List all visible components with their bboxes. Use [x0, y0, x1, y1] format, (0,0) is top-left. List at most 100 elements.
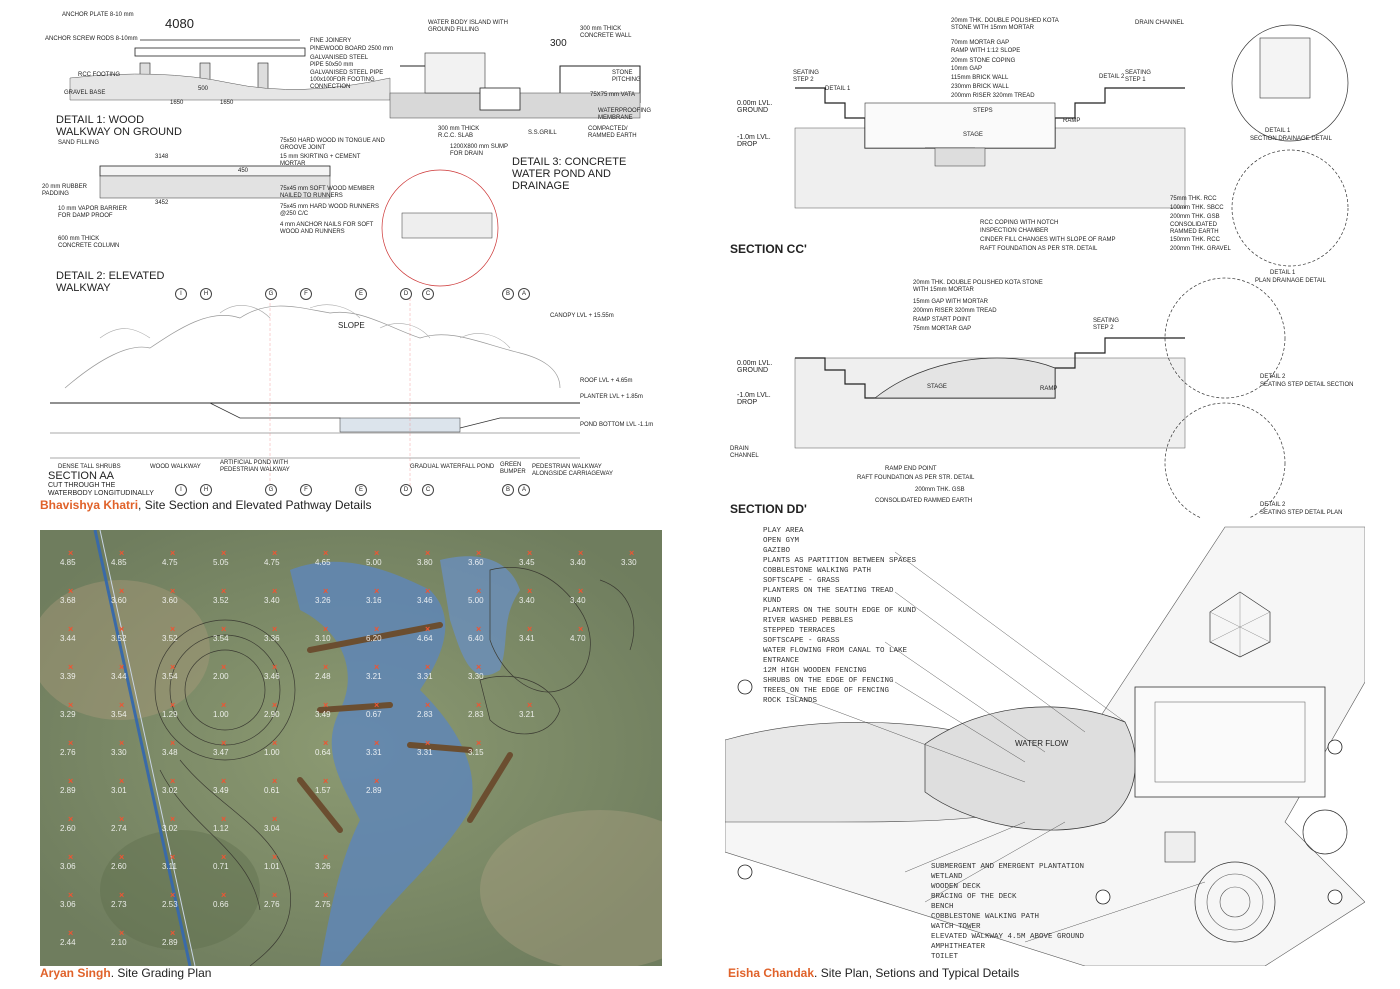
- legend-item: SUBMERGENT AND EMERGENT PLANTATION: [931, 863, 1085, 871]
- spot-level: 3.80: [417, 558, 433, 567]
- detail-circle-title: DETAIL 2: [1260, 502, 1286, 508]
- detail1-label: GALVANISED STEEL PIPE 50x50 mm: [310, 55, 368, 68]
- spot-level: 3.30: [468, 672, 484, 681]
- spot-level: 3.11: [162, 862, 177, 871]
- grid-bubble: A: [518, 288, 530, 300]
- section-aa-label: POND BOTTOM LVL -1.1m: [580, 422, 654, 428]
- spot-level: 4.75: [264, 558, 280, 567]
- site-plan-panel: PLAY AREA OPEN GYM GAZIBO PLANTS AS PART…: [725, 522, 1365, 966]
- section-dd-label: RAMP START POINT: [913, 317, 971, 323]
- survey-point-marker: ×: [578, 548, 584, 558]
- section-cc-label: RAMP WITH 1:12 SLOPE: [951, 48, 1021, 54]
- spot-level: 2.83: [417, 710, 433, 719]
- section-dd-label: 75mm MORTAR GAP: [913, 326, 972, 332]
- survey-point-marker: ×: [119, 928, 125, 938]
- survey-point-marker: ×: [221, 662, 227, 672]
- spot-level: 2.44: [60, 938, 76, 947]
- grid-bubble: G: [265, 288, 277, 300]
- grid-bubble: D: [400, 484, 412, 496]
- survey-point-marker: ×: [221, 624, 227, 634]
- ramp-label: RAMP: [1040, 386, 1058, 392]
- section-dd-label: DRAIN CHANNEL: [730, 446, 759, 459]
- spot-level: 3.47: [213, 748, 229, 757]
- survey-point-marker: ×: [374, 776, 380, 786]
- grid-bubble: E: [355, 288, 367, 300]
- section-cc-label: 100mm THK. SBCC: [1170, 205, 1224, 211]
- survey-point-marker: ×: [119, 738, 125, 748]
- spot-level: 3.31: [417, 672, 433, 681]
- detail3-label: STONE PITCHING: [612, 70, 641, 83]
- spot-level: 2.00: [213, 672, 229, 681]
- steps-label: STEPS: [973, 108, 993, 114]
- spot-level: 4.70: [570, 634, 586, 643]
- survey-point-marker: ×: [425, 548, 431, 558]
- survey-point-marker: ×: [323, 738, 329, 748]
- survey-point-marker: ×: [119, 548, 125, 558]
- legend-item: BENCH: [931, 903, 954, 911]
- caption-text: , Site Section and Elevated Pathway Deta…: [138, 498, 372, 512]
- spot-level: 3.49: [213, 786, 229, 795]
- spot-level: 1.00: [264, 748, 280, 757]
- spot-level: 3.46: [264, 672, 280, 681]
- survey-point-marker: ×: [68, 814, 74, 824]
- detail1-dim: 500: [198, 86, 209, 92]
- detail1-label: RCC FOOTING: [78, 72, 120, 78]
- survey-point-marker: ×: [68, 776, 74, 786]
- legend-item: WETLAND: [931, 873, 963, 881]
- section-dd-title: SECTION DD': [730, 502, 807, 516]
- survey-point-marker: ×: [425, 586, 431, 596]
- spot-level: 5.05: [213, 558, 229, 567]
- legend-item: PLANTERS ON THE SEATING TREAD: [763, 587, 894, 595]
- survey-point-marker: ×: [272, 852, 278, 862]
- spot-level: 3.01: [111, 786, 127, 795]
- section-dd-label: 200mm THK. GSB: [915, 487, 965, 493]
- grid-bubble: B: [502, 288, 514, 300]
- survey-point-marker: ×: [221, 738, 227, 748]
- seating-label: SEATING STEP 2: [793, 70, 819, 83]
- legend-item: KUND: [763, 597, 782, 605]
- spot-level: 2.10: [111, 938, 127, 947]
- spot-level: 3.44: [111, 672, 127, 681]
- grid-bubble: H: [200, 484, 212, 496]
- author-name: Aryan Singh: [40, 966, 111, 980]
- survey-point-marker: ×: [170, 662, 176, 672]
- survey-point-marker: ×: [119, 852, 125, 862]
- detail3-label: COMPACTED/ RAMMED EARTH: [588, 126, 637, 139]
- spot-level: 0.66: [213, 900, 229, 909]
- detail3-dim: 300: [550, 38, 567, 49]
- survey-point-marker: ×: [323, 852, 329, 862]
- survey-point-marker: ×: [578, 624, 584, 634]
- detail1-label: PINEWOOD BOARD 2500 mm: [310, 46, 394, 52]
- spot-level: 2.76: [60, 748, 76, 757]
- survey-point-marker: ×: [374, 548, 380, 558]
- spot-level: 2.75: [315, 900, 331, 909]
- ramp-label: RAMP: [1063, 118, 1081, 124]
- author-name: Eisha Chandak: [728, 966, 815, 980]
- spot-level: 2.53: [162, 900, 178, 909]
- detail1-dim: 1650: [220, 100, 234, 106]
- spot-level: 4.75: [162, 558, 178, 567]
- spot-level: 3.30: [621, 558, 637, 567]
- survey-point-marker: ×: [374, 738, 380, 748]
- legend-item: WOODEN DECK: [931, 883, 981, 891]
- detail2-label: 75x45 mm SOFT WOOD MEMBER NAILED TO RUNN…: [280, 186, 375, 199]
- spot-level: 3.54: [213, 634, 229, 643]
- spot-level: 3.46: [417, 596, 433, 605]
- section-aa-label: WOOD WALKWAY: [150, 464, 201, 470]
- spot-level: 1.12: [213, 824, 229, 833]
- site-plan-drawing: [725, 526, 1365, 966]
- spot-level: 1.00: [213, 710, 229, 719]
- legend-item: PLANTERS ON THE SOUTH EDGE OF KUND: [763, 607, 917, 615]
- survey-point-marker: ×: [221, 548, 227, 558]
- spot-level: 3.30: [111, 748, 127, 757]
- survey-point-marker: ×: [170, 890, 176, 900]
- spot-level: 4.85: [60, 558, 76, 567]
- survey-point-marker: ×: [272, 662, 278, 672]
- spot-level: 3.10: [315, 634, 331, 643]
- survey-point-marker: ×: [68, 928, 74, 938]
- survey-point-marker: ×: [425, 624, 431, 634]
- spot-level: 3.52: [111, 634, 127, 643]
- spot-level: 3.40: [570, 596, 586, 605]
- legend-item: PLANTS AS PARTITION BETWEEN SPACES: [763, 557, 917, 565]
- detail1-dim: 1650: [170, 100, 184, 106]
